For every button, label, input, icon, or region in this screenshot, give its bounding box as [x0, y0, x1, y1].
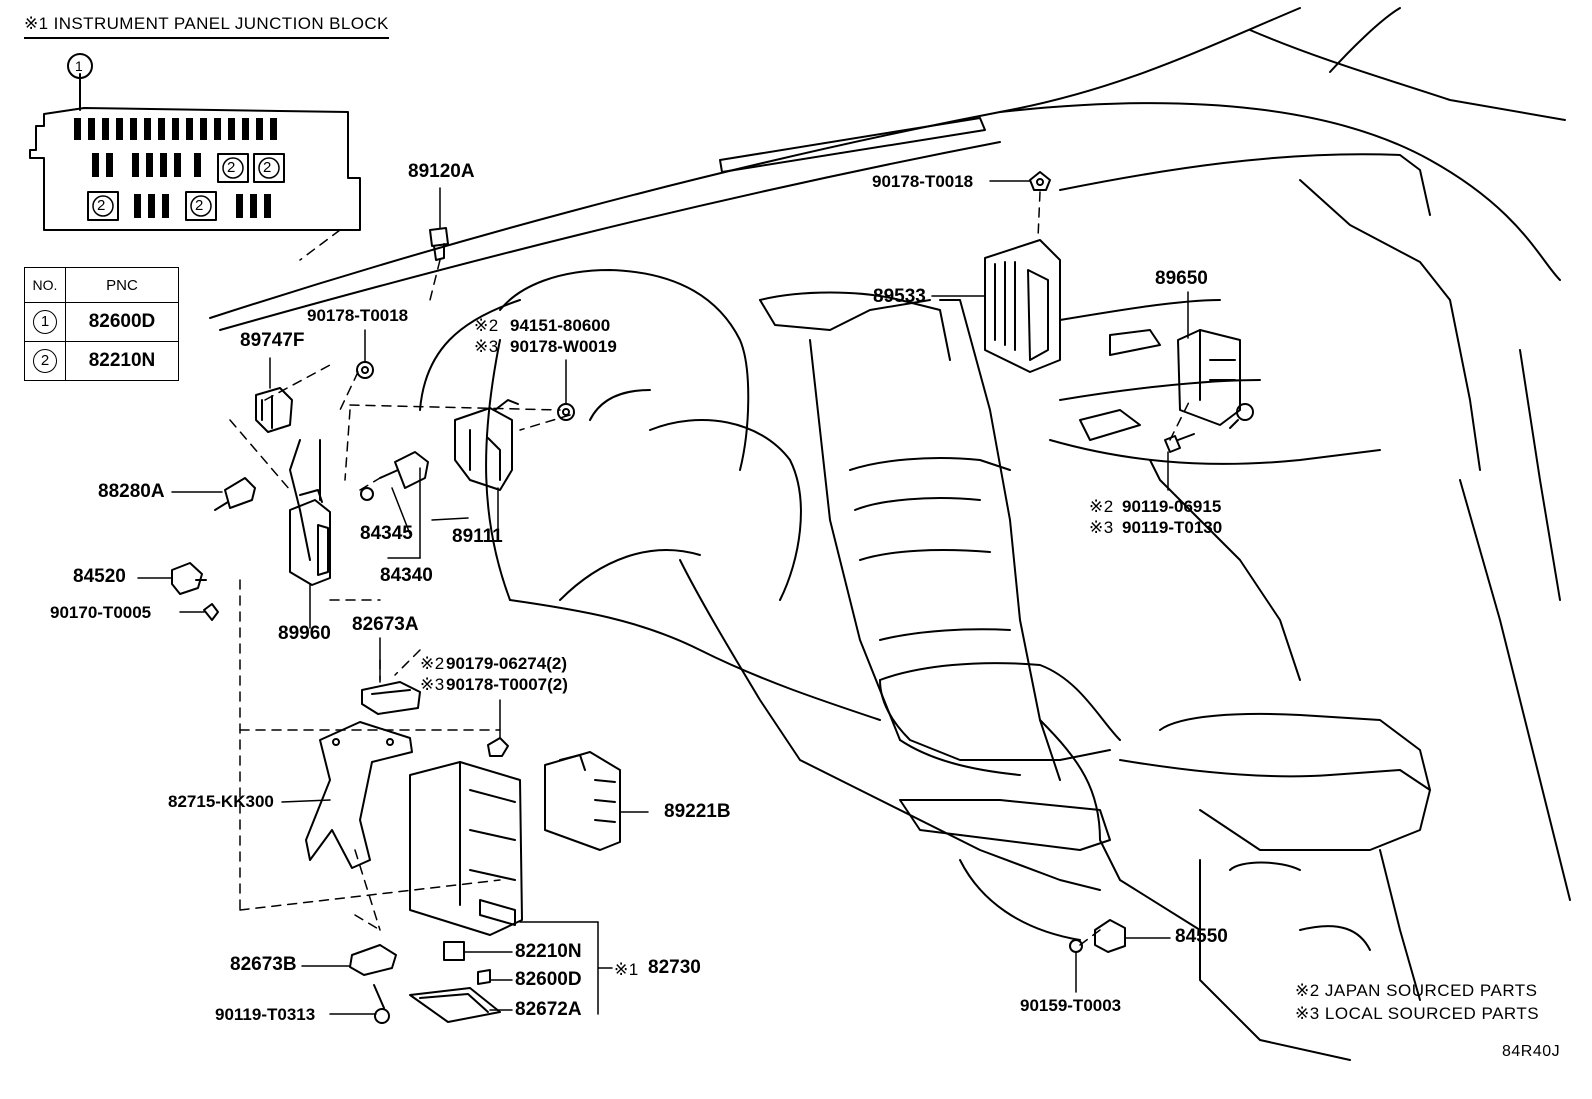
- pnc-row-value[interactable]: 82210N: [65, 341, 179, 381]
- pnc-row-value[interactable]: 82600D: [65, 302, 179, 342]
- part-90159-T0003-clip[interactable]: [1069, 939, 1083, 953]
- local-mark: ※3: [474, 337, 499, 356]
- part-label-84340[interactable]: 84340: [380, 565, 433, 586]
- part-82715-KK300-bracket[interactable]: [305, 721, 413, 869]
- pnc-table-header-pnc: PNC: [65, 267, 179, 303]
- part-90178-W0019-nut[interactable]: [557, 403, 575, 421]
- part-label-90178-W0019[interactable]: 90178-W0019: [510, 337, 617, 356]
- fuse-slot-marker: 2: [227, 159, 236, 176]
- part-84345-switch[interactable]: [360, 451, 429, 501]
- part-label-90170-T0005[interactable]: 90170-T0005: [50, 603, 152, 622]
- junction-callout-number: 1: [75, 58, 84, 74]
- junction-slots: [74, 118, 277, 218]
- part-junction-block-body[interactable]: [409, 761, 523, 936]
- part-90178-T0018-nut-top[interactable]: [1029, 171, 1051, 191]
- legend-japan: ※2 JAPAN SOURCED PARTS: [1295, 981, 1538, 1000]
- part-label-82673A[interactable]: 82673A: [352, 614, 419, 635]
- part-label-89747F[interactable]: 89747F: [240, 330, 305, 351]
- japan-mark: ※2: [420, 654, 445, 673]
- japan-mark: ※2: [1089, 497, 1114, 516]
- part-label-89960[interactable]: 89960: [278, 623, 331, 644]
- part-89120A-clip[interactable]: [429, 227, 449, 261]
- pnc-row-number: 2: [33, 349, 57, 373]
- fuse-slot-marker: 2: [195, 197, 204, 214]
- part-label-94151-80600[interactable]: 94151-80600: [510, 316, 611, 335]
- fuse-slot-marker: 2: [263, 159, 272, 176]
- pnc-table: NO. PNC 1 82600D 2 82210N: [24, 267, 179, 381]
- junction-fuse-squares: [87, 153, 285, 221]
- pnc-table-row: 1 82600D: [24, 302, 179, 342]
- part-label-89650[interactable]: 89650: [1155, 268, 1208, 289]
- part-90178-T0018-nut-left[interactable]: [356, 361, 374, 379]
- leader-lines: [137, 180, 1189, 1015]
- part-label-84345[interactable]: 84345: [360, 523, 413, 544]
- instrument-panel-outline: [209, 7, 1571, 1061]
- local-mark: ※3: [420, 675, 445, 694]
- part-label-89221B[interactable]: 89221B: [664, 801, 731, 822]
- part-89221B-ecu[interactable]: [544, 751, 621, 851]
- part-82672A-cover[interactable]: [409, 987, 501, 1023]
- part-label-82715-KK300[interactable]: 82715-KK300: [168, 792, 274, 811]
- junction-block-title: ※1 INSTRUMENT PANEL JUNCTION BLOCK: [24, 14, 389, 39]
- part-89111-bracket[interactable]: [454, 399, 519, 491]
- local-mark: ※3: [1089, 518, 1114, 537]
- part-label-89120A[interactable]: 89120A: [408, 161, 475, 182]
- pnc-table-row: 2 82210N: [24, 341, 179, 381]
- part-89650-module[interactable]: [1177, 329, 1254, 429]
- part-label-84550[interactable]: 84550: [1175, 926, 1228, 947]
- part-label-89533[interactable]: 89533: [873, 286, 926, 307]
- fuse-slot-marker: 2: [97, 197, 106, 214]
- part-89960-module[interactable]: [289, 489, 331, 586]
- part-82673B-cover[interactable]: [349, 944, 397, 976]
- legend-local: ※3 LOCAL SOURCED PARTS: [1295, 1004, 1540, 1023]
- part-90170-T0005-nut[interactable]: [203, 603, 219, 621]
- part-82600D-fuse[interactable]: [477, 969, 491, 985]
- part-label-90179-06274[interactable]: 90179-06274(2): [446, 654, 567, 673]
- part-label-90178-T0018-left[interactable]: 90178-T0018: [307, 306, 409, 325]
- part-label-90178-T0018-top[interactable]: 90178-T0018: [872, 172, 974, 191]
- part-label-82730[interactable]: 82730: [648, 957, 701, 978]
- part-label-84520[interactable]: 84520: [73, 566, 126, 587]
- diagram-code: 84R40J: [1502, 1043, 1561, 1060]
- part-82210N-relay[interactable]: [443, 941, 465, 961]
- part-label-90178-T0007[interactable]: 90178-T0007(2): [446, 675, 568, 694]
- part-84520-switch[interactable]: [171, 562, 207, 595]
- part-88280A-sensor[interactable]: [214, 477, 256, 511]
- part-89747F-sensor[interactable]: [255, 387, 293, 433]
- part-84550-sensor[interactable]: [1094, 919, 1126, 953]
- part-89533-ecu[interactable]: [984, 239, 1061, 373]
- junction-mark: ※1: [614, 960, 639, 979]
- pnc-table-header-no: NO.: [24, 267, 66, 303]
- part-label-90119-06915[interactable]: 90119-06915: [1122, 497, 1222, 516]
- part-label-82210N[interactable]: 82210N: [515, 941, 582, 962]
- pnc-row-number: 1: [33, 310, 57, 334]
- part-label-82600D[interactable]: 82600D: [515, 969, 582, 990]
- part-90119-06915-bolt[interactable]: [1164, 433, 1195, 453]
- part-90119-T0313-bolt[interactable]: [373, 984, 390, 1024]
- part-label-90119-T0130[interactable]: 90119-T0130: [1122, 518, 1223, 537]
- part-82673A-cover[interactable]: [361, 681, 421, 715]
- japan-mark: ※2: [474, 316, 499, 335]
- junction-block-outline: [29, 73, 361, 231]
- part-90179-06274-nut[interactable]: [487, 737, 509, 757]
- part-label-88280A[interactable]: 88280A: [98, 481, 165, 502]
- part-label-90119-T0313[interactable]: 90119-T0313: [215, 1005, 316, 1024]
- part-label-89111[interactable]: 89111: [452, 526, 503, 547]
- dashed-reference-lines: [229, 191, 1191, 946]
- part-label-82672A[interactable]: 82672A: [515, 999, 582, 1020]
- pnc-table-header-row: NO. PNC: [24, 267, 179, 303]
- junction-callout-circle: [67, 53, 93, 79]
- part-label-90159-T0003[interactable]: 90159-T0003: [1020, 996, 1122, 1015]
- part-label-82673B[interactable]: 82673B: [230, 954, 297, 975]
